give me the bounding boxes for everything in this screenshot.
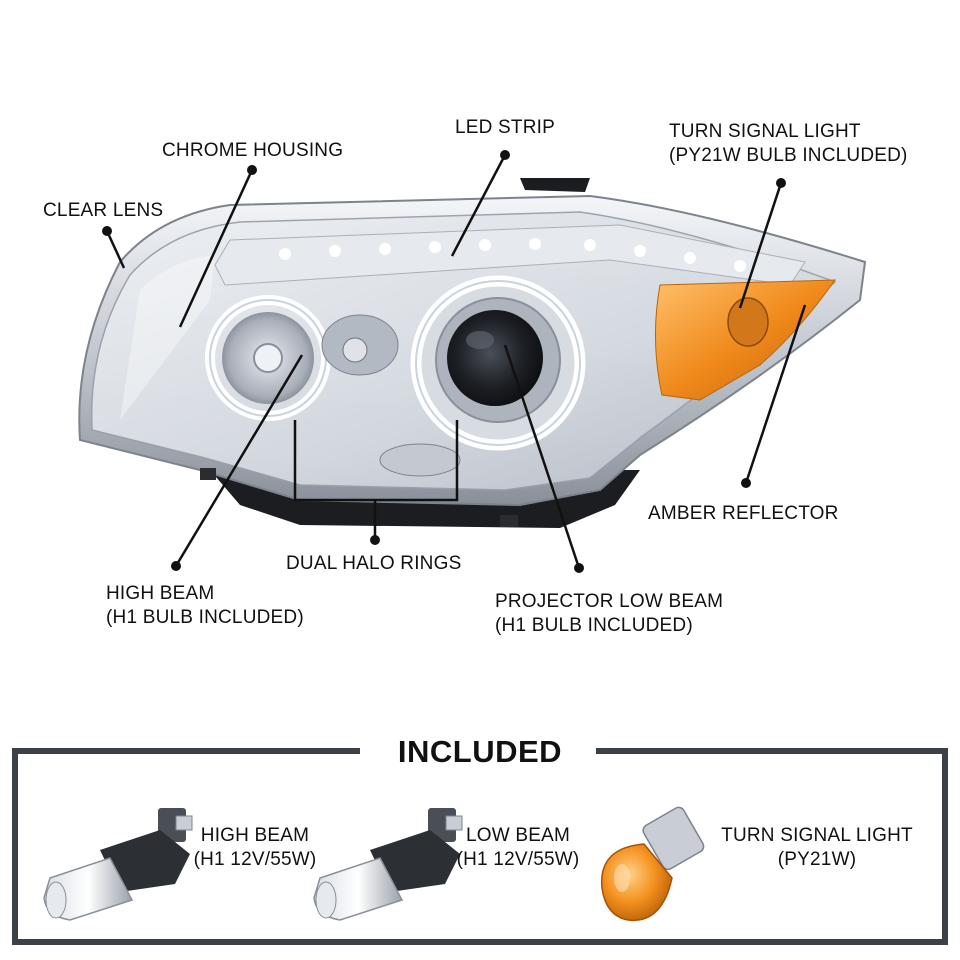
label-led-strip: LED STRIP <box>455 117 555 138</box>
included-item-line2: (H1 12V/55W) <box>193 849 317 870</box>
label-amber-reflector: AMBER REFLECTOR <box>648 503 839 524</box>
included-item-line2: (H1 12V/55W) <box>456 849 580 870</box>
label-turn-signal-line2: (PY21W BULB INCLUDED) <box>669 145 908 166</box>
label-turn-signal-line1: TURN SIGNAL LIGHT <box>669 121 861 142</box>
included-item-turn-signal: TURN SIGNAL LIGHT (PY21W) <box>712 824 922 872</box>
label-dual-halo-rings: DUAL HALO RINGS <box>286 553 462 574</box>
headlight-assembly <box>78 178 867 528</box>
label-chrome-housing: CHROME HOUSING <box>162 140 344 161</box>
label-high-beam: HIGH BEAM (H1 BULB INCLUDED) <box>106 582 304 630</box>
included-item-line1: HIGH BEAM <box>200 825 310 846</box>
py21w-bulb <box>600 806 705 922</box>
included-item-line2: (PY21W) <box>777 849 857 870</box>
label-clear-lens: CLEAR LENS <box>43 200 164 221</box>
projector-lens <box>447 310 543 406</box>
included-frame <box>12 748 948 945</box>
led-strip <box>214 224 806 286</box>
callout-dots <box>102 150 786 573</box>
label-projector-line1: PROJECTOR LOW BEAM <box>495 591 724 612</box>
h1-bulb-high-beam <box>43 808 193 921</box>
h1-bulb-low-beam <box>313 808 463 921</box>
label-projector-line2: (H1 BULB INCLUDED) <box>495 615 693 636</box>
turn-signal-bulb <box>727 297 769 347</box>
callout-lines <box>105 154 807 569</box>
label-projector-low-beam: PROJECTOR LOW BEAM (H1 BULB INCLUDED) <box>495 590 723 638</box>
led-dots <box>279 238 746 272</box>
included-item-line1: LOW BEAM <box>465 825 570 846</box>
label-turn-signal: TURN SIGNAL LIGHT (PY21W BULB INCLUDED) <box>669 120 908 168</box>
included-title: INCLUDED <box>397 734 563 769</box>
label-high-beam-line1: HIGH BEAM <box>106 583 215 604</box>
label-high-beam-line2: (H1 BULB INCLUDED) <box>106 607 304 628</box>
included-item-high-beam: HIGH BEAM (H1 12V/55W) <box>185 824 325 872</box>
included-item-low-beam: LOW BEAM (H1 12V/55W) <box>448 824 588 872</box>
included-item-line1: TURN SIGNAL LIGHT <box>721 825 913 846</box>
